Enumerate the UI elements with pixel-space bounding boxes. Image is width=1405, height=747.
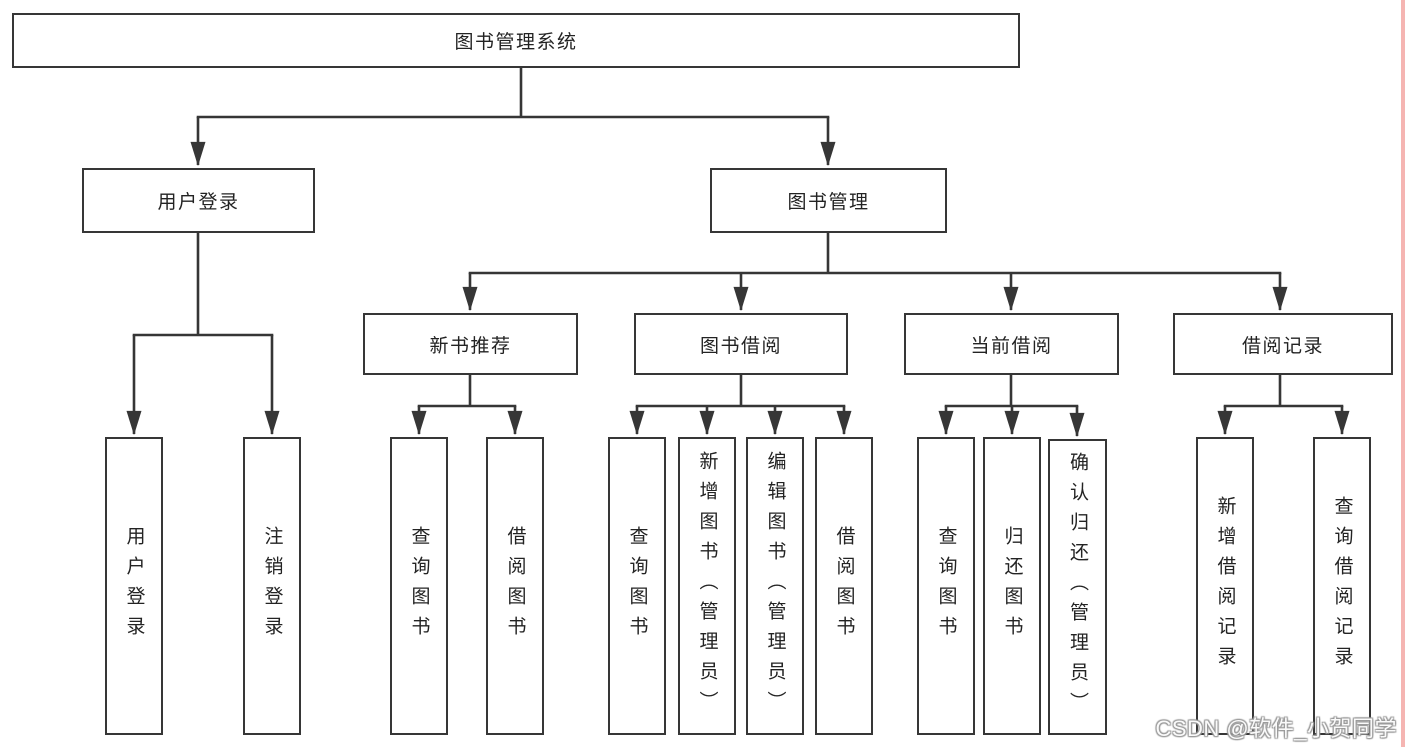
node-book-borrowing: 图书借阅 — [634, 313, 848, 375]
leaf-borrow-books-recommend: 借阅图书 — [486, 437, 544, 735]
leaf-query-books-borrowing: 查询图书 — [608, 437, 666, 735]
leaf-confirm-return-admin: 确认归还（管理员） — [1048, 439, 1107, 735]
node-label: 编辑图书（管理员） — [764, 451, 786, 721]
leaf-logout-login: 注销登录 — [243, 437, 301, 735]
leaf-add-borrow-record: 新增借阅记录 — [1196, 437, 1254, 735]
node-label: 用户登录 — [123, 526, 145, 646]
node-new-book-recommendation: 新书推荐 — [363, 313, 578, 375]
node-book-management: 图书管理 — [710, 168, 947, 233]
node-label: 新增图书（管理员） — [696, 451, 718, 721]
leaf-query-borrow-record: 查询借阅记录 — [1313, 437, 1371, 735]
node-label: 查询图书 — [626, 526, 648, 646]
node-label: 归还图书 — [1001, 526, 1023, 646]
node-label: 新增借阅记录 — [1214, 496, 1236, 676]
node-label: 查询图书 — [935, 526, 957, 646]
node-label: 当前借阅 — [970, 335, 1053, 357]
leaf-query-books-current: 查询图书 — [917, 437, 975, 735]
leaf-return-book: 归还图书 — [983, 437, 1041, 735]
node-library-management-system: 图书管理系统 — [12, 13, 1020, 68]
node-label: 查询图书 — [408, 526, 430, 646]
node-label: 查询借阅记录 — [1331, 496, 1353, 676]
node-label: 图书管理 — [787, 192, 870, 213]
leaf-borrow-books-borrowing: 借阅图书 — [815, 437, 873, 735]
node-label: 用户登录 — [157, 192, 240, 213]
node-label: 借阅图书 — [504, 526, 526, 646]
node-label: 借阅图书 — [833, 526, 855, 646]
leaf-query-books-recommend: 查询图书 — [390, 437, 448, 735]
node-label: 图书借阅 — [699, 335, 782, 357]
node-label: 借阅记录 — [1241, 335, 1324, 357]
leaf-add-book-admin: 新增图书（管理员） — [678, 437, 736, 735]
node-label: 图书管理系统 — [454, 32, 578, 53]
leaf-user-login: 用户登录 — [105, 437, 163, 735]
node-label: 确认归还（管理员） — [1067, 452, 1088, 722]
watermark-text: CSDN @软件_小贺同学 — [1155, 716, 1397, 741]
node-borrowing-records: 借阅记录 — [1173, 313, 1393, 375]
leaf-edit-book-admin: 编辑图书（管理员） — [746, 437, 804, 735]
watermark-strip — [1401, 0, 1405, 747]
node-user-login: 用户登录 — [82, 168, 315, 233]
node-label: 新书推荐 — [429, 335, 512, 357]
node-label: 注销登录 — [261, 526, 283, 646]
node-current-borrowing: 当前借阅 — [904, 313, 1119, 375]
